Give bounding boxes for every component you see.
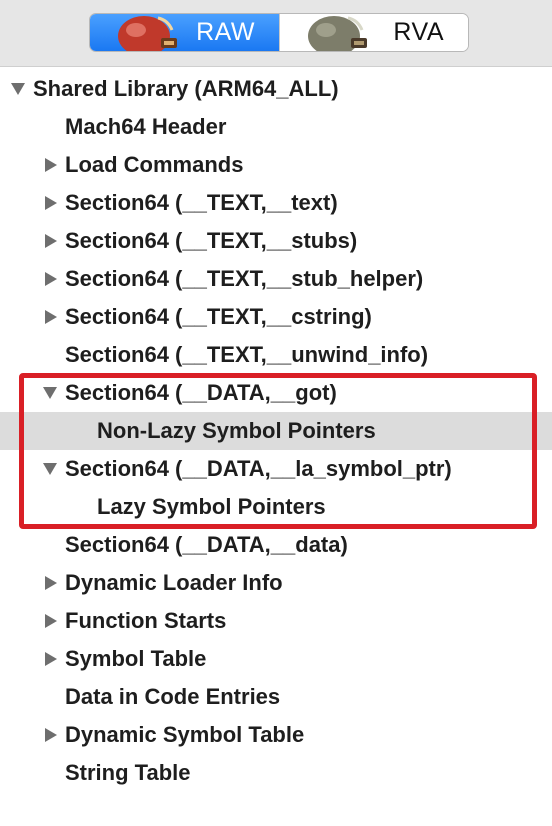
disclosure-triangle-collapsed-icon[interactable] bbox=[45, 614, 57, 628]
disclosure-triangle-expanded-icon[interactable] bbox=[11, 83, 25, 95]
disclosure-triangle-expanded-icon[interactable] bbox=[43, 463, 57, 475]
tree-item-label: Mach64 Header bbox=[65, 114, 227, 139]
tree-item-label: Non-Lazy Symbol Pointers bbox=[97, 418, 376, 443]
tree-item-shared-library[interactable]: Shared Library (ARM64_ALL) bbox=[0, 70, 552, 108]
tree-item-symbol-table[interactable]: Symbol Table bbox=[0, 640, 552, 678]
tree-item-string-table[interactable]: String Table bbox=[0, 754, 552, 792]
tree-item-section-text-stubs[interactable]: Section64 (__TEXT,__stubs) bbox=[0, 222, 552, 260]
tree-item-mach64-header[interactable]: Mach64 Header bbox=[0, 108, 552, 146]
tree-item-label: Load Commands bbox=[65, 152, 244, 177]
tree-item-section-data-got[interactable]: Section64 (__DATA,__got) bbox=[0, 374, 552, 412]
rva-mode-button[interactable]: RVA bbox=[279, 14, 468, 51]
tree-item-label: Section64 (__TEXT,__text) bbox=[65, 190, 338, 215]
raw-mode-button[interactable]: RAW bbox=[90, 14, 279, 51]
disclosure-triangle-collapsed-icon[interactable] bbox=[45, 652, 57, 666]
tree-item-label: Section64 (__DATA,__got) bbox=[65, 380, 337, 405]
disclosure-triangle-collapsed-icon[interactable] bbox=[45, 728, 57, 742]
disclosure-triangle-collapsed-icon[interactable] bbox=[45, 576, 57, 590]
tree-item-label: Section64 (__DATA,__la_symbol_ptr) bbox=[65, 456, 452, 481]
raw-mode-icon bbox=[106, 14, 186, 51]
tree-item-section-data-la-symbol-ptr[interactable]: Section64 (__DATA,__la_symbol_ptr) bbox=[0, 450, 552, 488]
disclosure-triangle-collapsed-icon[interactable] bbox=[45, 234, 57, 248]
tree-item-section-text-unwind-info[interactable]: Section64 (__TEXT,__unwind_info) bbox=[0, 336, 552, 374]
tree-item-label: Section64 (__DATA,__data) bbox=[65, 532, 348, 557]
tree-item-section-text-stub-helper[interactable]: Section64 (__TEXT,__stub_helper) bbox=[0, 260, 552, 298]
tree-item-section-text-cstring[interactable]: Section64 (__TEXT,__cstring) bbox=[0, 298, 552, 336]
mach-o-structure-tree: Shared Library (ARM64_ALL) Mach64 Header… bbox=[0, 70, 552, 792]
rva-mode-label: RVA bbox=[393, 18, 444, 46]
tree-item-function-starts[interactable]: Function Starts bbox=[0, 602, 552, 640]
disclosure-triangle-collapsed-icon[interactable] bbox=[45, 196, 57, 210]
tree-item-label: Section64 (__TEXT,__cstring) bbox=[65, 304, 372, 329]
tree-item-section-text-text[interactable]: Section64 (__TEXT,__text) bbox=[0, 184, 552, 222]
disclosure-triangle-collapsed-icon[interactable] bbox=[45, 272, 57, 286]
tree-item-label: Shared Library (ARM64_ALL) bbox=[33, 76, 339, 101]
tree-item-lazy-symbol-pointers[interactable]: Lazy Symbol Pointers bbox=[0, 488, 552, 526]
tree-item-data-in-code-entries[interactable]: Data in Code Entries bbox=[0, 678, 552, 716]
tree-item-label: Dynamic Symbol Table bbox=[65, 722, 305, 747]
tree-item-section-data-data[interactable]: Section64 (__DATA,__data) bbox=[0, 526, 552, 564]
tree-item-label: Lazy Symbol Pointers bbox=[97, 494, 326, 519]
tree-item-label: Section64 (__TEXT,__unwind_info) bbox=[65, 342, 429, 367]
tree-item-label: Data in Code Entries bbox=[65, 684, 281, 709]
tree-item-dynamic-loader-info[interactable]: Dynamic Loader Info bbox=[0, 564, 552, 602]
raw-mode-label: RAW bbox=[196, 18, 255, 46]
tree-item-label: Dynamic Loader Info bbox=[65, 570, 283, 595]
tree-item-load-commands[interactable]: Load Commands bbox=[0, 146, 552, 184]
tree-item-label: Symbol Table bbox=[65, 646, 207, 671]
rva-mode-icon bbox=[296, 14, 376, 51]
tree-item-label: Section64 (__TEXT,__stub_helper) bbox=[65, 266, 424, 291]
view-mode-segmented-control: RAW RVA bbox=[89, 13, 469, 52]
toolbar: RAW RVA bbox=[0, 0, 552, 67]
tree-item-label: Function Starts bbox=[65, 608, 227, 633]
tree-item-label: Section64 (__TEXT,__stubs) bbox=[65, 228, 358, 253]
tree-item-label: String Table bbox=[65, 760, 191, 785]
tree-item-non-lazy-symbol-pointers[interactable]: Non-Lazy Symbol Pointers bbox=[0, 412, 552, 450]
disclosure-triangle-collapsed-icon[interactable] bbox=[45, 310, 57, 324]
disclosure-triangle-expanded-icon[interactable] bbox=[43, 387, 57, 399]
disclosure-triangle-collapsed-icon[interactable] bbox=[45, 158, 57, 172]
tree-item-dynamic-symbol-table[interactable]: Dynamic Symbol Table bbox=[0, 716, 552, 754]
